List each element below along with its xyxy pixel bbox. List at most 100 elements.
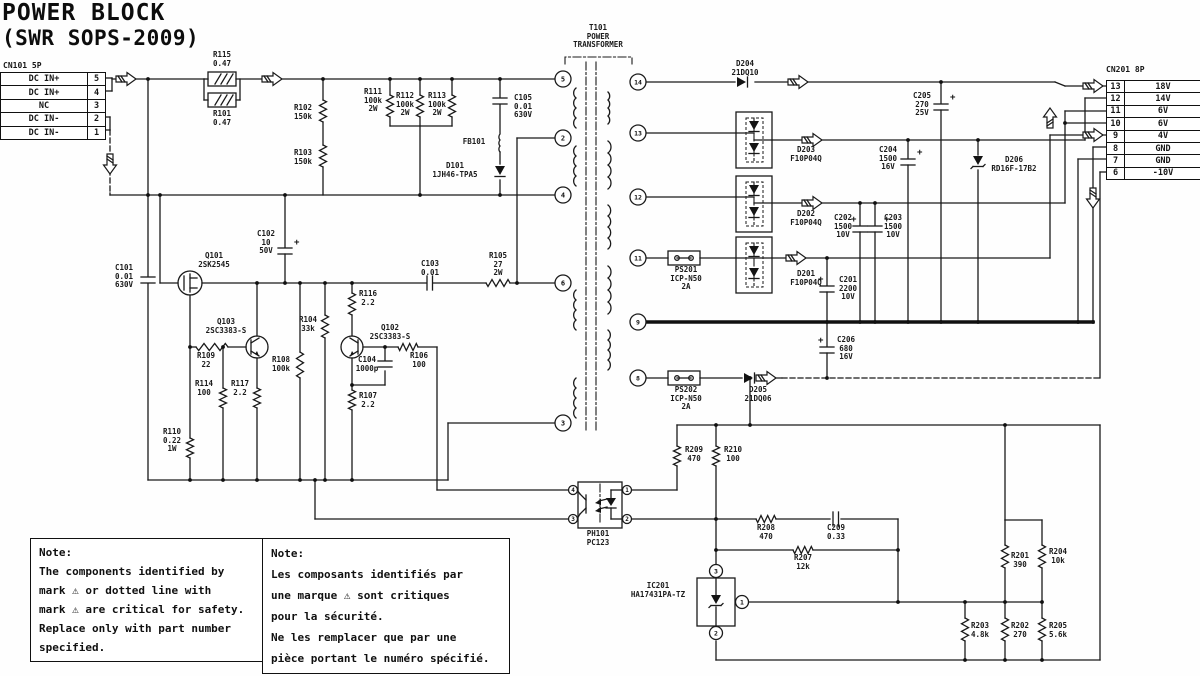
pin-name: DC IN+: [28, 74, 60, 85]
pin-number: 2: [714, 629, 718, 637]
component-label: R107 2.2: [358, 391, 378, 409]
pin-number: 13: [634, 129, 642, 137]
pin-number: 7: [1107, 155, 1125, 167]
pin-number: 5: [561, 76, 565, 84]
component-label: C204 1500 16V: [878, 145, 898, 171]
svg-text:+: +: [818, 275, 824, 285]
component-label: R116 2.2: [358, 289, 378, 307]
component-label: C102 10 50V: [256, 229, 276, 255]
component-label: C206 680 16V: [836, 335, 856, 361]
note-line: pièce portant le numéro spécifié.: [271, 652, 490, 665]
note-line: pour la sécurité.: [271, 610, 384, 623]
component-label: R106 100: [409, 351, 429, 369]
note-line: Les composants identifiés par: [271, 568, 464, 581]
pin-number: 12: [1107, 93, 1125, 105]
component-label: R113 100k 2W: [427, 91, 447, 117]
component-label: C201 2200 10V: [838, 275, 858, 301]
component-label: D203 F10P04Q: [790, 145, 822, 163]
pin-name: DC IN-: [28, 114, 60, 125]
pin-circle: [629, 188, 647, 206]
component-label: D206 RD16F-17B2: [991, 155, 1037, 173]
connector-pin-row: DC IN+5: [1, 73, 105, 87]
pin-circle: [621, 484, 633, 496]
note-line: mark ⚠ or dotted line with: [39, 584, 212, 597]
pin-circle: [629, 73, 647, 91]
pin-name: NC: [38, 101, 50, 112]
pin-circle: [554, 414, 572, 432]
pin-number: 9: [636, 318, 640, 326]
pin-number: 1: [87, 126, 105, 140]
pin-name: GND: [1155, 155, 1171, 166]
pin-number: 3: [714, 567, 718, 575]
component-label: R210 100: [723, 445, 743, 463]
pin-circle: [567, 484, 579, 496]
pin-circle: [629, 313, 647, 331]
component-label: C105 0.01 630V: [513, 93, 533, 119]
pin-number: 10: [1107, 118, 1125, 130]
note-line: specified.: [39, 641, 106, 654]
pin-circle: [708, 625, 724, 641]
pin-number: 2: [561, 135, 565, 143]
component-label: D101 1JH46-TPA5: [432, 161, 478, 179]
note-line: une marque ⚠ sont critiques: [271, 589, 450, 602]
component-label: R202 270: [1010, 621, 1030, 639]
component-label: Q101 2SK2545: [198, 251, 230, 269]
component-label: R105 27 2W: [488, 251, 508, 277]
component-label: C205 270 25V: [912, 91, 932, 117]
title-line1: POWER BLOCK: [2, 0, 166, 26]
connector-pin-row: DC IN+4: [1, 86, 105, 100]
pin-circle: [554, 70, 572, 88]
component-label: R205 5.6k: [1048, 621, 1068, 639]
component-label: PS202 ICP-N50 2A: [670, 385, 702, 411]
pin-name: 6V: [1157, 118, 1169, 129]
note-line: Ne les remplacer que par une: [271, 631, 457, 644]
pin-circle: [554, 129, 572, 147]
component-label: Q103 2SC3383-S: [205, 317, 247, 335]
safety-note-french: Note: Les composants identifiés par une ma…: [262, 538, 510, 674]
component-label: R110 0.22 1W: [162, 427, 182, 453]
pin-circle: [629, 124, 647, 142]
pin-number: 6: [561, 280, 565, 288]
component-label: R203 4.8k: [970, 621, 990, 639]
pin-number: 4: [87, 86, 105, 99]
pin-circle: [708, 563, 724, 579]
connector-pin-row: 9 4V: [1107, 130, 1200, 143]
pin-name: 4V: [1157, 131, 1169, 142]
note-line: Note:: [271, 547, 305, 560]
pin-name: DC IN-: [28, 127, 60, 138]
connector-pin-row: 7 GND: [1107, 155, 1200, 168]
pin-number: 3: [561, 420, 565, 428]
component-label: C103 0.01: [420, 259, 440, 277]
pin-circle: [734, 594, 750, 610]
component-label: R109 22: [196, 351, 216, 369]
svg-text:+: +: [917, 148, 923, 158]
pin-name: 6V: [1157, 106, 1169, 117]
component-label: R117 2.2: [230, 379, 250, 397]
note-line: Replace only with part number: [39, 622, 232, 635]
cn101-label: CN101 5P: [3, 61, 42, 70]
pin-number: 4: [561, 192, 565, 200]
component-label: C104 1000p: [355, 355, 379, 373]
note-line: mark ⚠ are critical for safety.: [39, 603, 245, 616]
component-label: D202 F10P04Q: [790, 209, 822, 227]
svg-text:+: +: [818, 336, 824, 346]
component-label: R102 150k: [293, 103, 313, 121]
component-label: R101 0.47: [212, 109, 232, 127]
note-line: Note:: [39, 546, 73, 559]
component-label: FB101: [462, 137, 486, 146]
pin-circle: [621, 513, 633, 525]
pin-circle: [629, 369, 647, 387]
component-label: R103 150k: [293, 148, 313, 166]
title-line2: (SWR SOPS-2009): [2, 26, 200, 50]
pin-number: 9: [1107, 130, 1125, 142]
cn201-label: CN201 8P: [1106, 65, 1145, 74]
pin-number: 2: [625, 516, 629, 523]
component-label: R114 100: [194, 379, 214, 397]
connector-pin-row: DC IN-2: [1, 113, 105, 127]
